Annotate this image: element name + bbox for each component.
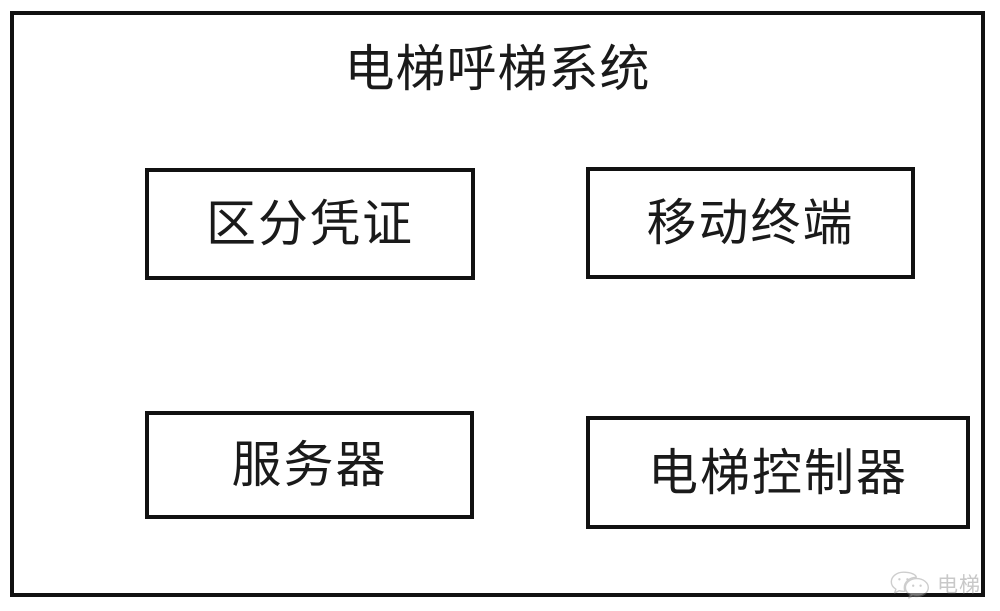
node-server: 服务器 bbox=[145, 411, 474, 519]
node-mobile-terminal-label: 移动终端 bbox=[646, 194, 855, 252]
node-server-label: 服务器 bbox=[231, 436, 388, 494]
node-credential-label: 区分凭证 bbox=[206, 195, 414, 253]
watermark-label: 电梯 bbox=[937, 572, 981, 597]
watermark: 电梯 bbox=[890, 563, 995, 607]
node-mobile-terminal: 移动终端 bbox=[586, 167, 915, 279]
diagram-frame: 电梯呼梯系统 区分凭证 移动终端 服务器 电梯控制器 bbox=[10, 11, 985, 599]
wechat-icon bbox=[890, 569, 930, 601]
node-elevator-controller-label: 电梯控制器 bbox=[648, 443, 908, 502]
node-elevator-controller: 电梯控制器 bbox=[586, 416, 970, 529]
node-credential: 区分凭证 bbox=[145, 168, 475, 280]
diagram-title: 电梯呼梯系统 bbox=[344, 40, 651, 98]
